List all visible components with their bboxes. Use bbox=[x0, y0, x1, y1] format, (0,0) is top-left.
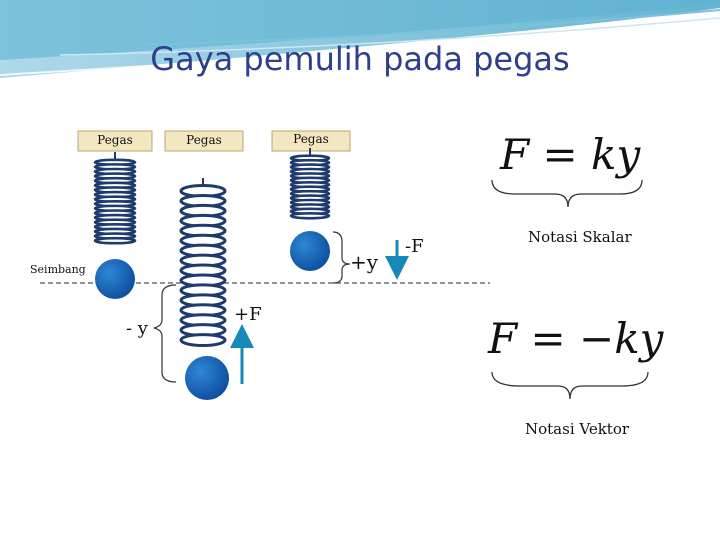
page-title: Gaya pemulih pada pegas bbox=[150, 40, 570, 78]
spring-right bbox=[289, 148, 331, 220]
pegas-middle-box bbox=[164, 130, 244, 152]
scalar-brace bbox=[491, 179, 643, 208]
minus-y-brace bbox=[153, 284, 177, 383]
mass-right bbox=[290, 231, 330, 271]
pegas-left-box bbox=[77, 130, 153, 152]
notasi-vektor-label: Notasi Vektor bbox=[525, 420, 630, 438]
spring-middle bbox=[179, 178, 227, 347]
spring-left bbox=[93, 152, 137, 245]
header-banner bbox=[0, 0, 720, 78]
vector-brace bbox=[491, 371, 649, 400]
pegas-right-label: Pegas bbox=[293, 132, 329, 146]
seimbang-label: Seimbang bbox=[30, 263, 86, 276]
pegas-left-label: Pegas bbox=[97, 133, 133, 147]
plus-f-label: +F bbox=[234, 304, 262, 325]
mass-middle bbox=[185, 356, 229, 400]
notasi-skalar-label: Notasi Skalar bbox=[528, 228, 632, 246]
plus-y-brace bbox=[332, 231, 351, 284]
minus-f-label: -F bbox=[405, 236, 424, 257]
plus-y-label: +y bbox=[350, 250, 379, 274]
vector-formula: F = −ky bbox=[488, 314, 664, 363]
mass-left bbox=[95, 259, 135, 299]
minus-y-label: - y bbox=[126, 318, 148, 339]
pegas-middle-label: Pegas bbox=[186, 133, 222, 147]
scalar-formula: F = ky bbox=[500, 130, 641, 179]
